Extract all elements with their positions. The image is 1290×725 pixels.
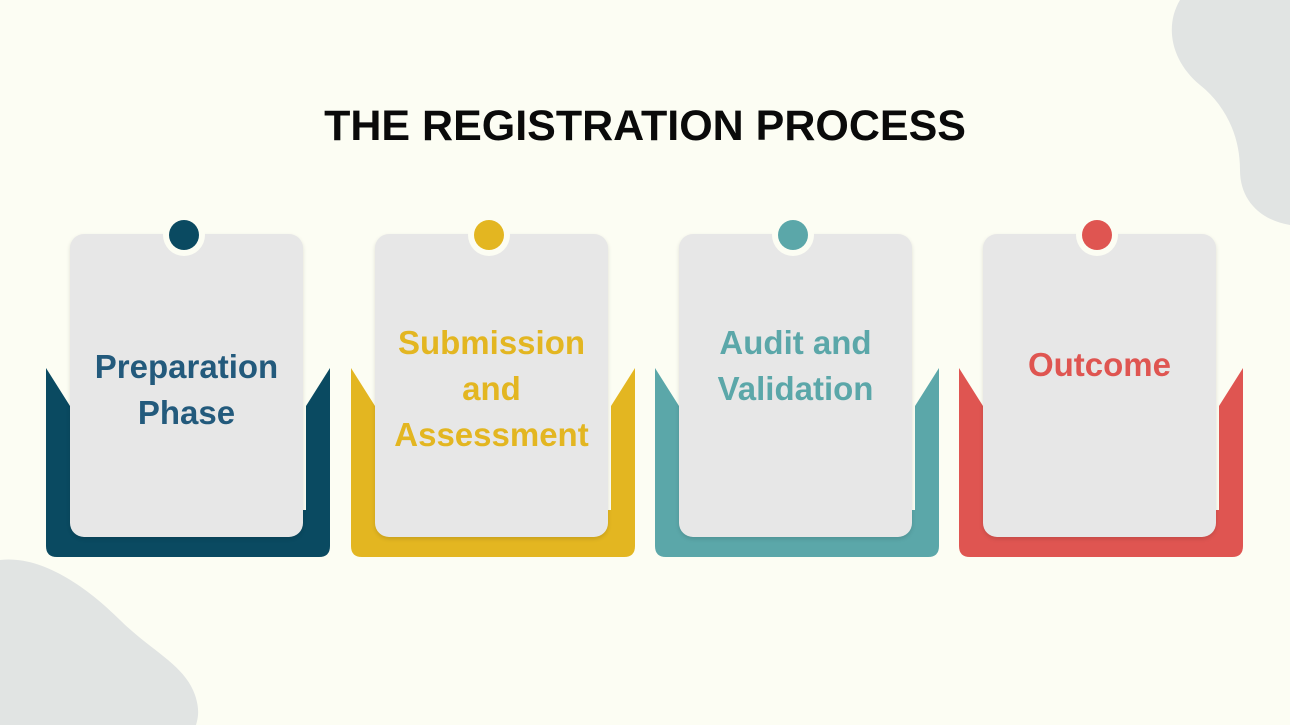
- step-card: [679, 234, 912, 537]
- process-step-preparation: Preparation Phase: [46, 210, 331, 560]
- step-marker-dot: [778, 220, 808, 250]
- step-card: [375, 234, 608, 537]
- process-step-audit: Audit and Validation: [655, 210, 940, 560]
- step-marker-dot: [1082, 220, 1112, 250]
- step-label: Outcome: [1027, 346, 1172, 383]
- process-step-submission: Submission and Assessment: [351, 210, 636, 560]
- step-card: [983, 234, 1216, 537]
- step-marker-dot: [169, 220, 199, 250]
- step-label: Preparation Phase: [94, 348, 279, 431]
- step-label: Audit and Validation: [717, 324, 874, 407]
- process-step-outcome: Outcome: [959, 210, 1244, 560]
- step-label: Submission and Assessment: [394, 324, 589, 453]
- step-marker-dot: [474, 220, 504, 250]
- page-title: THE REGISTRATION PROCESS: [324, 102, 966, 150]
- step-card: [70, 234, 303, 537]
